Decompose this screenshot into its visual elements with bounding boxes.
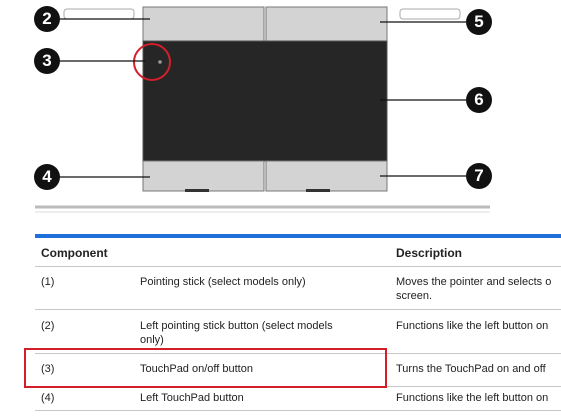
row-component-cont: only) [140,334,164,346]
row-description-cont: screen. [396,290,433,302]
row-divider [35,353,561,354]
right-pointing-stick-button [265,6,388,42]
touchpad-surface [142,40,388,162]
callout-7: 7 [466,163,492,189]
row-number: (1) [41,276,55,288]
row-component: TouchPad on/off button [140,363,253,375]
row-component: Left pointing stick button (select model… [140,320,333,332]
row-number: (3) [41,363,55,375]
row-description: Functions like the left button on [396,320,549,332]
row-divider [35,410,561,411]
row-divider [35,266,561,267]
row-component: Pointing stick (select models only) [140,276,306,288]
callout-4: 4 [34,164,60,190]
touchpad-diagram: 2 3 4 5 6 7 [34,6,492,213]
callout-2: 2 [34,6,60,32]
header-description: Description [396,246,463,260]
touchpad-illustration [35,6,490,213]
left-pointing-stick-button [142,6,265,42]
row-description: Moves the pointer and selects o [396,276,552,288]
table-top-rule [35,234,561,238]
row-number: (2) [41,320,55,332]
left-touchpad-button [142,160,265,192]
row-description: Functions like the left button on [396,392,549,404]
row-component: Left TouchPad button [140,392,244,404]
row-number: (4) [41,392,55,404]
row-divider [35,309,561,310]
touchpad-onoff-button [158,60,162,64]
callout-3: 3 [34,48,60,74]
callout-6: 6 [466,87,492,113]
callout-5: 5 [466,9,492,35]
onoff-highlight-circle [133,43,171,81]
header-component: Component [41,246,108,260]
touchpad-onoff-row-highlight [24,348,387,388]
right-touchpad-button [265,160,388,192]
row-description: Turns the TouchPad on and off [396,363,546,375]
